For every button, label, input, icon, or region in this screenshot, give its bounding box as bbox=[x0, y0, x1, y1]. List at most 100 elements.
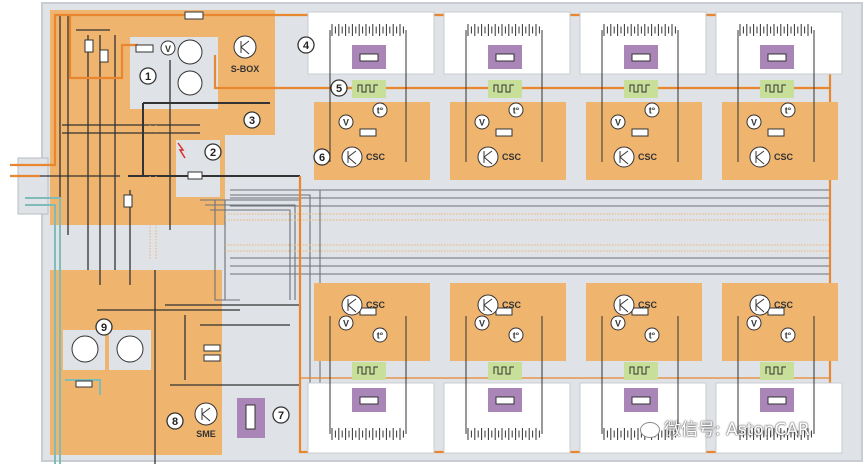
sense-wires bbox=[737, 316, 815, 434]
temperature-icon: t° bbox=[372, 327, 388, 343]
voltmeter-icon: V bbox=[338, 315, 354, 331]
csc-board bbox=[722, 283, 838, 361]
voltmeter-icon: V bbox=[746, 114, 762, 130]
transistor-icon bbox=[177, 70, 203, 96]
svg-text:V: V bbox=[165, 44, 171, 54]
csc-label: CSC bbox=[502, 152, 522, 162]
csc-transistor-icon bbox=[477, 146, 499, 168]
svg-text:t°: t° bbox=[649, 106, 656, 116]
callout-7: 7 bbox=[272, 406, 290, 424]
csc-board bbox=[314, 283, 430, 361]
csc-controller: CSC bbox=[749, 146, 794, 168]
svg-text:t°: t° bbox=[513, 331, 520, 341]
temperature-icon: t° bbox=[508, 327, 524, 343]
csc-label: CSC bbox=[366, 300, 386, 310]
s-box-transistor-icon bbox=[233, 35, 257, 59]
callout-1: 1 bbox=[139, 67, 157, 85]
converter-icon bbox=[116, 335, 144, 363]
pulse-icon bbox=[493, 84, 514, 93]
module-bottom-2: Vt° CSC bbox=[443, 283, 571, 454]
callout-5: 5 bbox=[330, 79, 348, 97]
sme-transistor-icon bbox=[194, 402, 218, 426]
svg-text:9: 9 bbox=[101, 322, 107, 334]
balancing-sensor bbox=[760, 362, 794, 380]
csc-label: CSC bbox=[366, 152, 386, 162]
resistor-sme-2 bbox=[203, 354, 221, 362]
svg-text:V: V bbox=[343, 319, 349, 329]
svg-text:7: 7 bbox=[278, 410, 284, 422]
pulse-icon bbox=[357, 84, 378, 93]
pulse-icon bbox=[765, 84, 786, 93]
balancing-sensor bbox=[352, 80, 386, 98]
csc-board bbox=[450, 283, 566, 361]
callout-2: 2 bbox=[204, 143, 222, 161]
voltmeter-icon: V bbox=[474, 315, 490, 331]
svg-text:8: 8 bbox=[172, 416, 178, 428]
csc-controller: CSC bbox=[477, 294, 522, 316]
callout-9: 9 bbox=[95, 318, 113, 336]
callouts: 1 2 3 4 5 6 7 8 9 bbox=[95, 36, 348, 430]
battery-cells bbox=[739, 24, 812, 36]
balancing-sensor bbox=[624, 362, 658, 380]
temperature-icon: t° bbox=[508, 102, 524, 118]
thermistor-icon bbox=[359, 396, 379, 405]
module-top-3: Vt°CSC bbox=[579, 11, 707, 180]
battery-cells bbox=[467, 24, 540, 36]
thermistor-icon bbox=[495, 396, 515, 405]
insulation-monitor-icon bbox=[71, 335, 99, 363]
pulse-icon bbox=[357, 366, 378, 375]
svg-text:t°: t° bbox=[377, 331, 384, 341]
relay-3 bbox=[123, 194, 133, 208]
sense-wires bbox=[601, 316, 679, 434]
relay-1 bbox=[84, 39, 94, 53]
voltmeter-icon: V bbox=[338, 114, 354, 130]
sme-controller: SME bbox=[194, 402, 218, 439]
resistor-9 bbox=[75, 380, 93, 388]
csc-controller: CSC bbox=[749, 294, 794, 316]
battery-cells bbox=[331, 24, 404, 36]
callout-8: 8 bbox=[166, 412, 184, 430]
svg-text:3: 3 bbox=[249, 115, 255, 127]
csc-board bbox=[586, 283, 702, 361]
thermistor-icon bbox=[767, 396, 787, 405]
csc-controller: CSC bbox=[341, 294, 386, 316]
s-box-label: S-BOX bbox=[231, 64, 260, 74]
balancing-resistor bbox=[631, 128, 649, 137]
svg-text:4: 4 bbox=[303, 40, 310, 52]
balancing-sensor bbox=[352, 362, 386, 380]
callout-6: 6 bbox=[313, 148, 331, 166]
csc-label: CSC bbox=[638, 300, 658, 310]
balancing-resistor bbox=[767, 128, 785, 137]
csc-label: CSC bbox=[774, 300, 794, 310]
balancing-sensor bbox=[624, 80, 658, 98]
svg-text:V: V bbox=[751, 319, 757, 329]
voltmeter-icon: V bbox=[610, 114, 626, 130]
temperature-icon: t° bbox=[644, 102, 660, 118]
csc-label: CSC bbox=[502, 300, 522, 310]
battery-cells bbox=[603, 24, 676, 36]
sense-wires bbox=[329, 30, 407, 162]
thermistor-icon bbox=[767, 53, 787, 62]
svg-text:t°: t° bbox=[785, 331, 792, 341]
svg-text:1: 1 bbox=[145, 71, 151, 83]
csc-board bbox=[450, 102, 566, 180]
pulse-icon bbox=[629, 366, 650, 375]
svg-text:t°: t° bbox=[785, 106, 792, 116]
relay-2 bbox=[99, 49, 109, 63]
svg-text:t°: t° bbox=[377, 106, 384, 116]
module-bottom-4: Vt° CSC bbox=[715, 283, 843, 454]
svg-text:2: 2 bbox=[210, 147, 216, 159]
csc-controller: CSC bbox=[477, 146, 522, 168]
csc-label: CSC bbox=[774, 152, 794, 162]
svg-text:6: 6 bbox=[319, 152, 325, 164]
battery-cells bbox=[331, 428, 404, 440]
hall-sensor-icon bbox=[177, 39, 203, 65]
svg-text:V: V bbox=[479, 319, 485, 329]
voltmeter-icon: V bbox=[474, 114, 490, 130]
csc-transistor-icon bbox=[613, 294, 635, 316]
callout-3: 3 bbox=[243, 111, 261, 129]
svg-text:V: V bbox=[615, 319, 621, 329]
temperature-icon: t° bbox=[644, 327, 660, 343]
s-box-controller: S-BOX bbox=[231, 35, 260, 74]
balancing-sensor bbox=[488, 80, 522, 98]
